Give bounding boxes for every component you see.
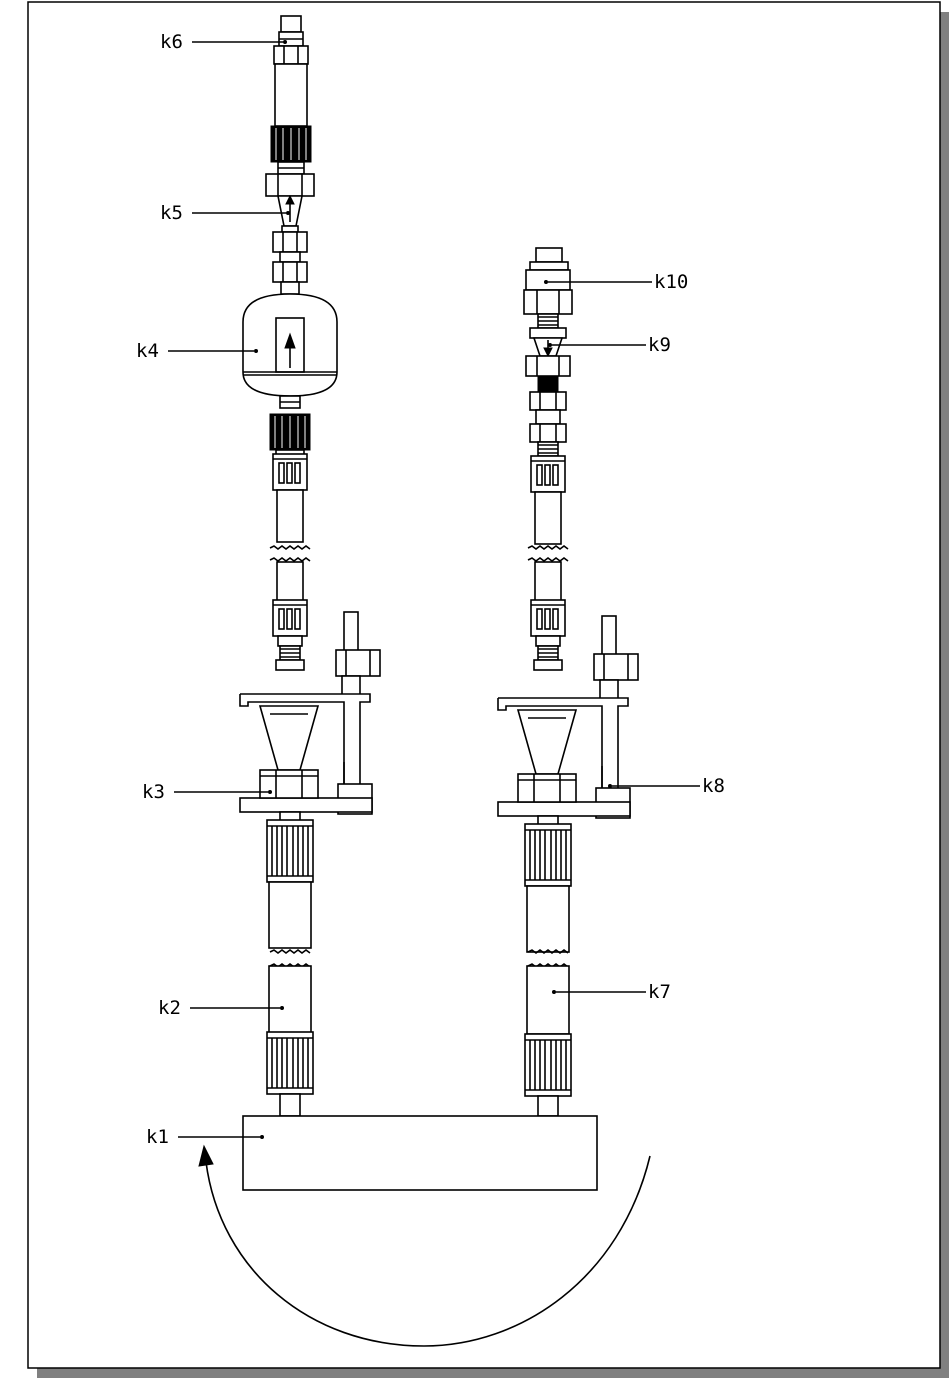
label-k2: k2 [158,997,181,1019]
label-k9: k9 [648,334,671,356]
label-k8: k8 [702,775,725,797]
label-k6: k6 [160,31,183,53]
label-k3: k3 [142,781,165,803]
label-k7: k7 [648,981,671,1003]
label-k5: k5 [160,202,183,224]
label-k4: k4 [136,340,159,362]
label-k10: k10 [654,271,688,293]
base-block [243,1116,597,1190]
label-k1: k1 [146,1126,169,1148]
